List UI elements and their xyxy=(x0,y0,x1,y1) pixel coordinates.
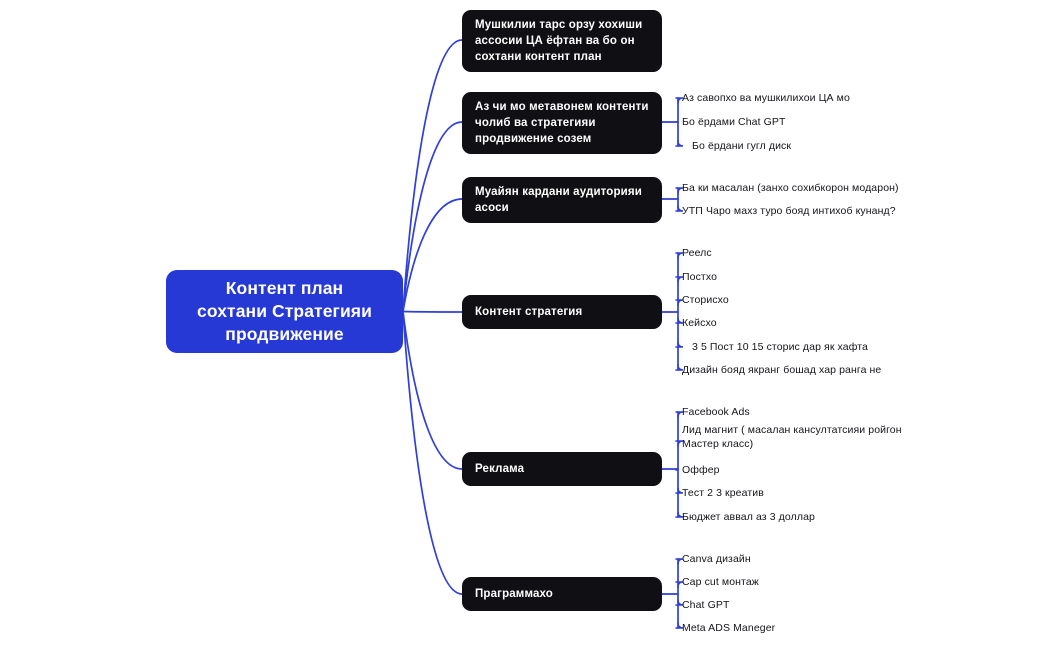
leaf-node[interactable]: Facebook Ads xyxy=(682,405,750,418)
branch-node[interactable]: Реклама xyxy=(462,452,662,486)
branch-node[interactable]: Мушкилии тарс орзу хохиши ассосии ЦА ёфт… xyxy=(462,9,662,73)
branch-node-label: Муайян кардани аудиторияи асоси xyxy=(475,185,642,214)
leaf-node[interactable]: Лид магнит ( масалан кансултатсияи ройго… xyxy=(682,424,902,451)
leaf-node[interactable]: Бо ёрдами Chat GPT xyxy=(682,115,786,128)
leaf-node[interactable]: Ба ки масалан (занхо сохибкорон модарон) xyxy=(682,181,899,194)
leaf-node[interactable]: УТП Чаро махз туро бояд интихоб кунанд? xyxy=(682,204,896,217)
branch-node-label: Мушкилии тарс орзу хохиши ассосии ЦА ёфт… xyxy=(475,18,643,64)
leaf-node[interactable]: Дизайн бояд якранг бошад хар ранга не xyxy=(682,363,882,376)
branch-node-label: Контент стратегия xyxy=(475,305,583,318)
leaf-node[interactable]: Canva дизайн xyxy=(682,552,751,565)
branch-node-label: Реклама xyxy=(475,462,525,475)
root-node-label: Контент план сохтани Стратегияи продвиже… xyxy=(197,277,372,345)
branch-node-label: Праграммахо xyxy=(475,587,553,600)
leaf-node[interactable]: Cap cut монтаж xyxy=(682,575,759,588)
leaf-node[interactable]: 3 5 Пост 10 15 сторис дар як хафта xyxy=(692,340,868,353)
leaf-node[interactable]: Аз савопхо ва мушкилихои ЦА мо xyxy=(682,91,850,104)
root-node[interactable]: Контент план сохтани Стратегияи продвиже… xyxy=(166,270,403,353)
leaf-node[interactable]: Постхо xyxy=(682,270,718,283)
leaf-node[interactable]: Тест 2 3 креатив xyxy=(682,486,764,499)
leaf-node[interactable]: Реелс xyxy=(682,246,712,259)
leaf-node[interactable]: Кейсхо xyxy=(682,316,717,329)
branch-node[interactable]: Контент стратегия xyxy=(462,295,662,329)
leaf-node[interactable]: Оффер xyxy=(682,463,720,476)
leaf-node[interactable]: Сторисхо xyxy=(682,293,729,306)
branch-node[interactable]: Аз чи мо метавонем контенти чолиб ва стр… xyxy=(462,91,662,155)
leaf-node[interactable]: Бюджет аввал аз 3 доллар xyxy=(682,510,815,523)
leaf-node[interactable]: Chat GPT xyxy=(682,598,730,611)
branch-node-label: Аз чи мо метавонем контенти чолиб ва стр… xyxy=(475,100,649,146)
leaf-node[interactable]: Бо ёрдани гугл диск xyxy=(692,139,792,152)
branch-node[interactable]: Праграммахо xyxy=(462,577,662,611)
branch-node[interactable]: Муайян кардани аудиторияи асоси xyxy=(462,176,662,224)
leaf-node[interactable]: Meta ADS Maneger xyxy=(682,621,776,634)
